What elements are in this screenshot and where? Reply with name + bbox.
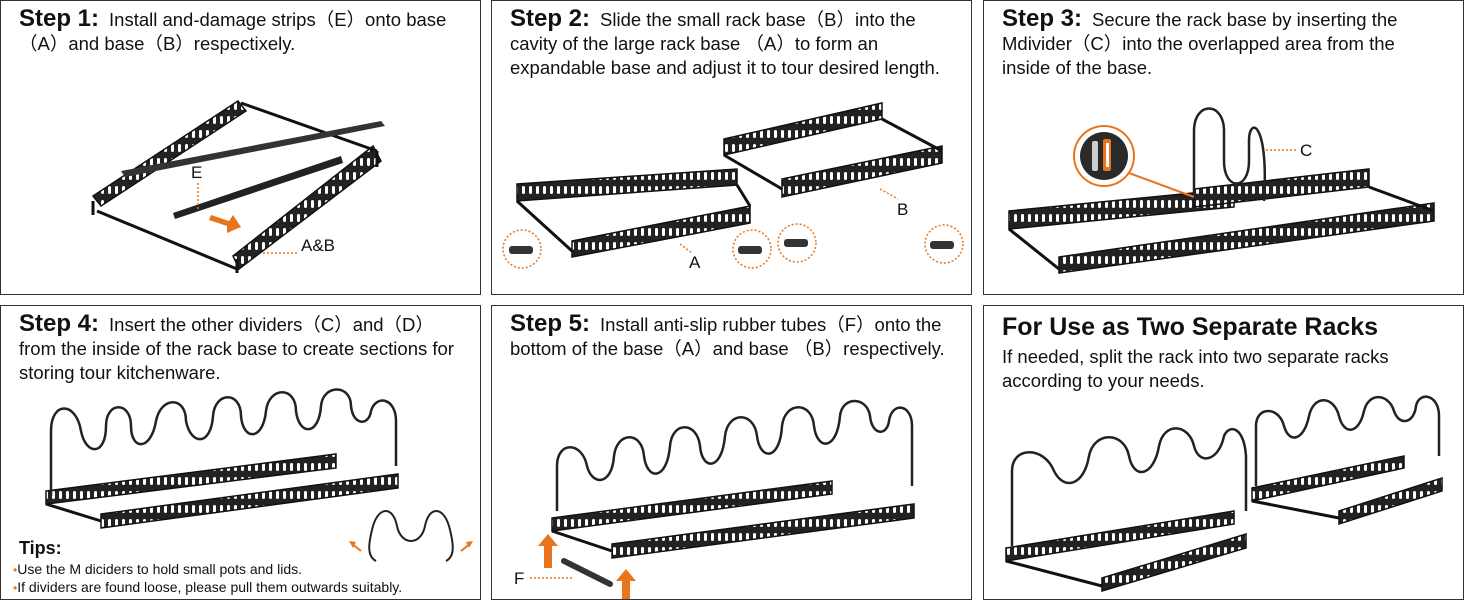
step5-body: Install anti-slip rubber tubes（F）onto th… bbox=[510, 314, 945, 359]
small-rack-base bbox=[723, 102, 943, 198]
small-rack bbox=[1251, 395, 1443, 526]
step4-body: Insert the other dividers（C）and（D）from t… bbox=[19, 314, 454, 383]
label-e: E bbox=[191, 163, 202, 182]
up-arrow-icon bbox=[616, 569, 636, 599]
rubber-tube bbox=[561, 558, 613, 587]
separate-text: For Use as Two Separate Racks If needed,… bbox=[1002, 312, 1447, 393]
assembled-rack bbox=[45, 388, 399, 529]
large-rack bbox=[1005, 427, 1248, 593]
separate-racks-panel: For Use as Two Separate Racks If needed,… bbox=[983, 305, 1464, 600]
divider-detail bbox=[349, 510, 473, 562]
expanded-rack-base bbox=[1008, 168, 1435, 274]
step3-text: Step 3:Secure the rack base by inserting… bbox=[1002, 7, 1447, 80]
arrow-icon bbox=[209, 215, 241, 233]
detail-callouts bbox=[502, 223, 964, 269]
step1-body: Install and-damage strips（E）onto base（A）… bbox=[19, 9, 447, 54]
label-ab: A&B bbox=[301, 236, 335, 255]
step3-illustration: C bbox=[1008, 107, 1435, 274]
step4-illustration bbox=[45, 388, 473, 562]
tip-item: •Use the M diciders to hold small pots a… bbox=[13, 561, 303, 577]
step3-heading: Step 3: bbox=[1002, 5, 1083, 32]
separate-racks-illustration bbox=[1005, 395, 1443, 593]
step2-text: Step 2:Slide the small rack base（B）into … bbox=[510, 7, 955, 80]
tips-box: Tips: •Use the M diciders to hold small … bbox=[13, 538, 473, 597]
tip-item: •If dividers are found loose, please pul… bbox=[13, 579, 403, 595]
label-c: C bbox=[1300, 141, 1312, 160]
rack-base-frame bbox=[91, 99, 385, 273]
assembled-rack bbox=[551, 399, 915, 559]
step4-heading: Step 4: bbox=[19, 310, 100, 337]
step2-heading: Step 2: bbox=[510, 5, 591, 32]
step4-text: Step 4:Insert the other dividers（C）and（D… bbox=[19, 312, 464, 385]
step1-illustration: E A&B bbox=[91, 99, 385, 273]
m-divider bbox=[1192, 107, 1267, 202]
step2-illustration: A B bbox=[502, 102, 964, 272]
tips-title: Tips: bbox=[19, 538, 62, 558]
step5-panel: F Step 5:Install anti-slip rubber tubes（… bbox=[491, 305, 972, 600]
step5-illustration: F bbox=[514, 399, 915, 599]
up-arrow-icon bbox=[538, 534, 558, 568]
label-f: F bbox=[514, 569, 524, 588]
step5-heading: Step 5: bbox=[510, 310, 591, 337]
step5-text: Step 5:Install anti-slip rubber tubes（F）… bbox=[510, 312, 955, 361]
step2-body: Slide the small rack base（B）into the cav… bbox=[510, 9, 940, 78]
label-a: A bbox=[689, 253, 701, 272]
step2-panel: A B Step 2:Slide the small rack base（B）i… bbox=[491, 0, 972, 295]
separate-title: For Use as Two Separate Racks bbox=[1002, 313, 1379, 341]
step3-panel: C Step 3:Secure the rack base by inserti… bbox=[983, 0, 1464, 295]
step4-panel: Step 4:Insert the other dividers（C）and（D… bbox=[0, 305, 481, 600]
step1-text: Step 1:Install and-damage strips（E）onto … bbox=[19, 7, 464, 56]
step3-body: Secure the rack base by inserting the Md… bbox=[1002, 9, 1398, 78]
separate-body: If needed, split the rack into two separ… bbox=[1002, 346, 1389, 391]
large-rack-base bbox=[515, 168, 752, 258]
step1-panel: E A&B Step 1:Install and-damage strips（E… bbox=[0, 0, 481, 295]
label-b: B bbox=[897, 200, 908, 219]
step1-heading: Step 1: bbox=[19, 5, 100, 32]
